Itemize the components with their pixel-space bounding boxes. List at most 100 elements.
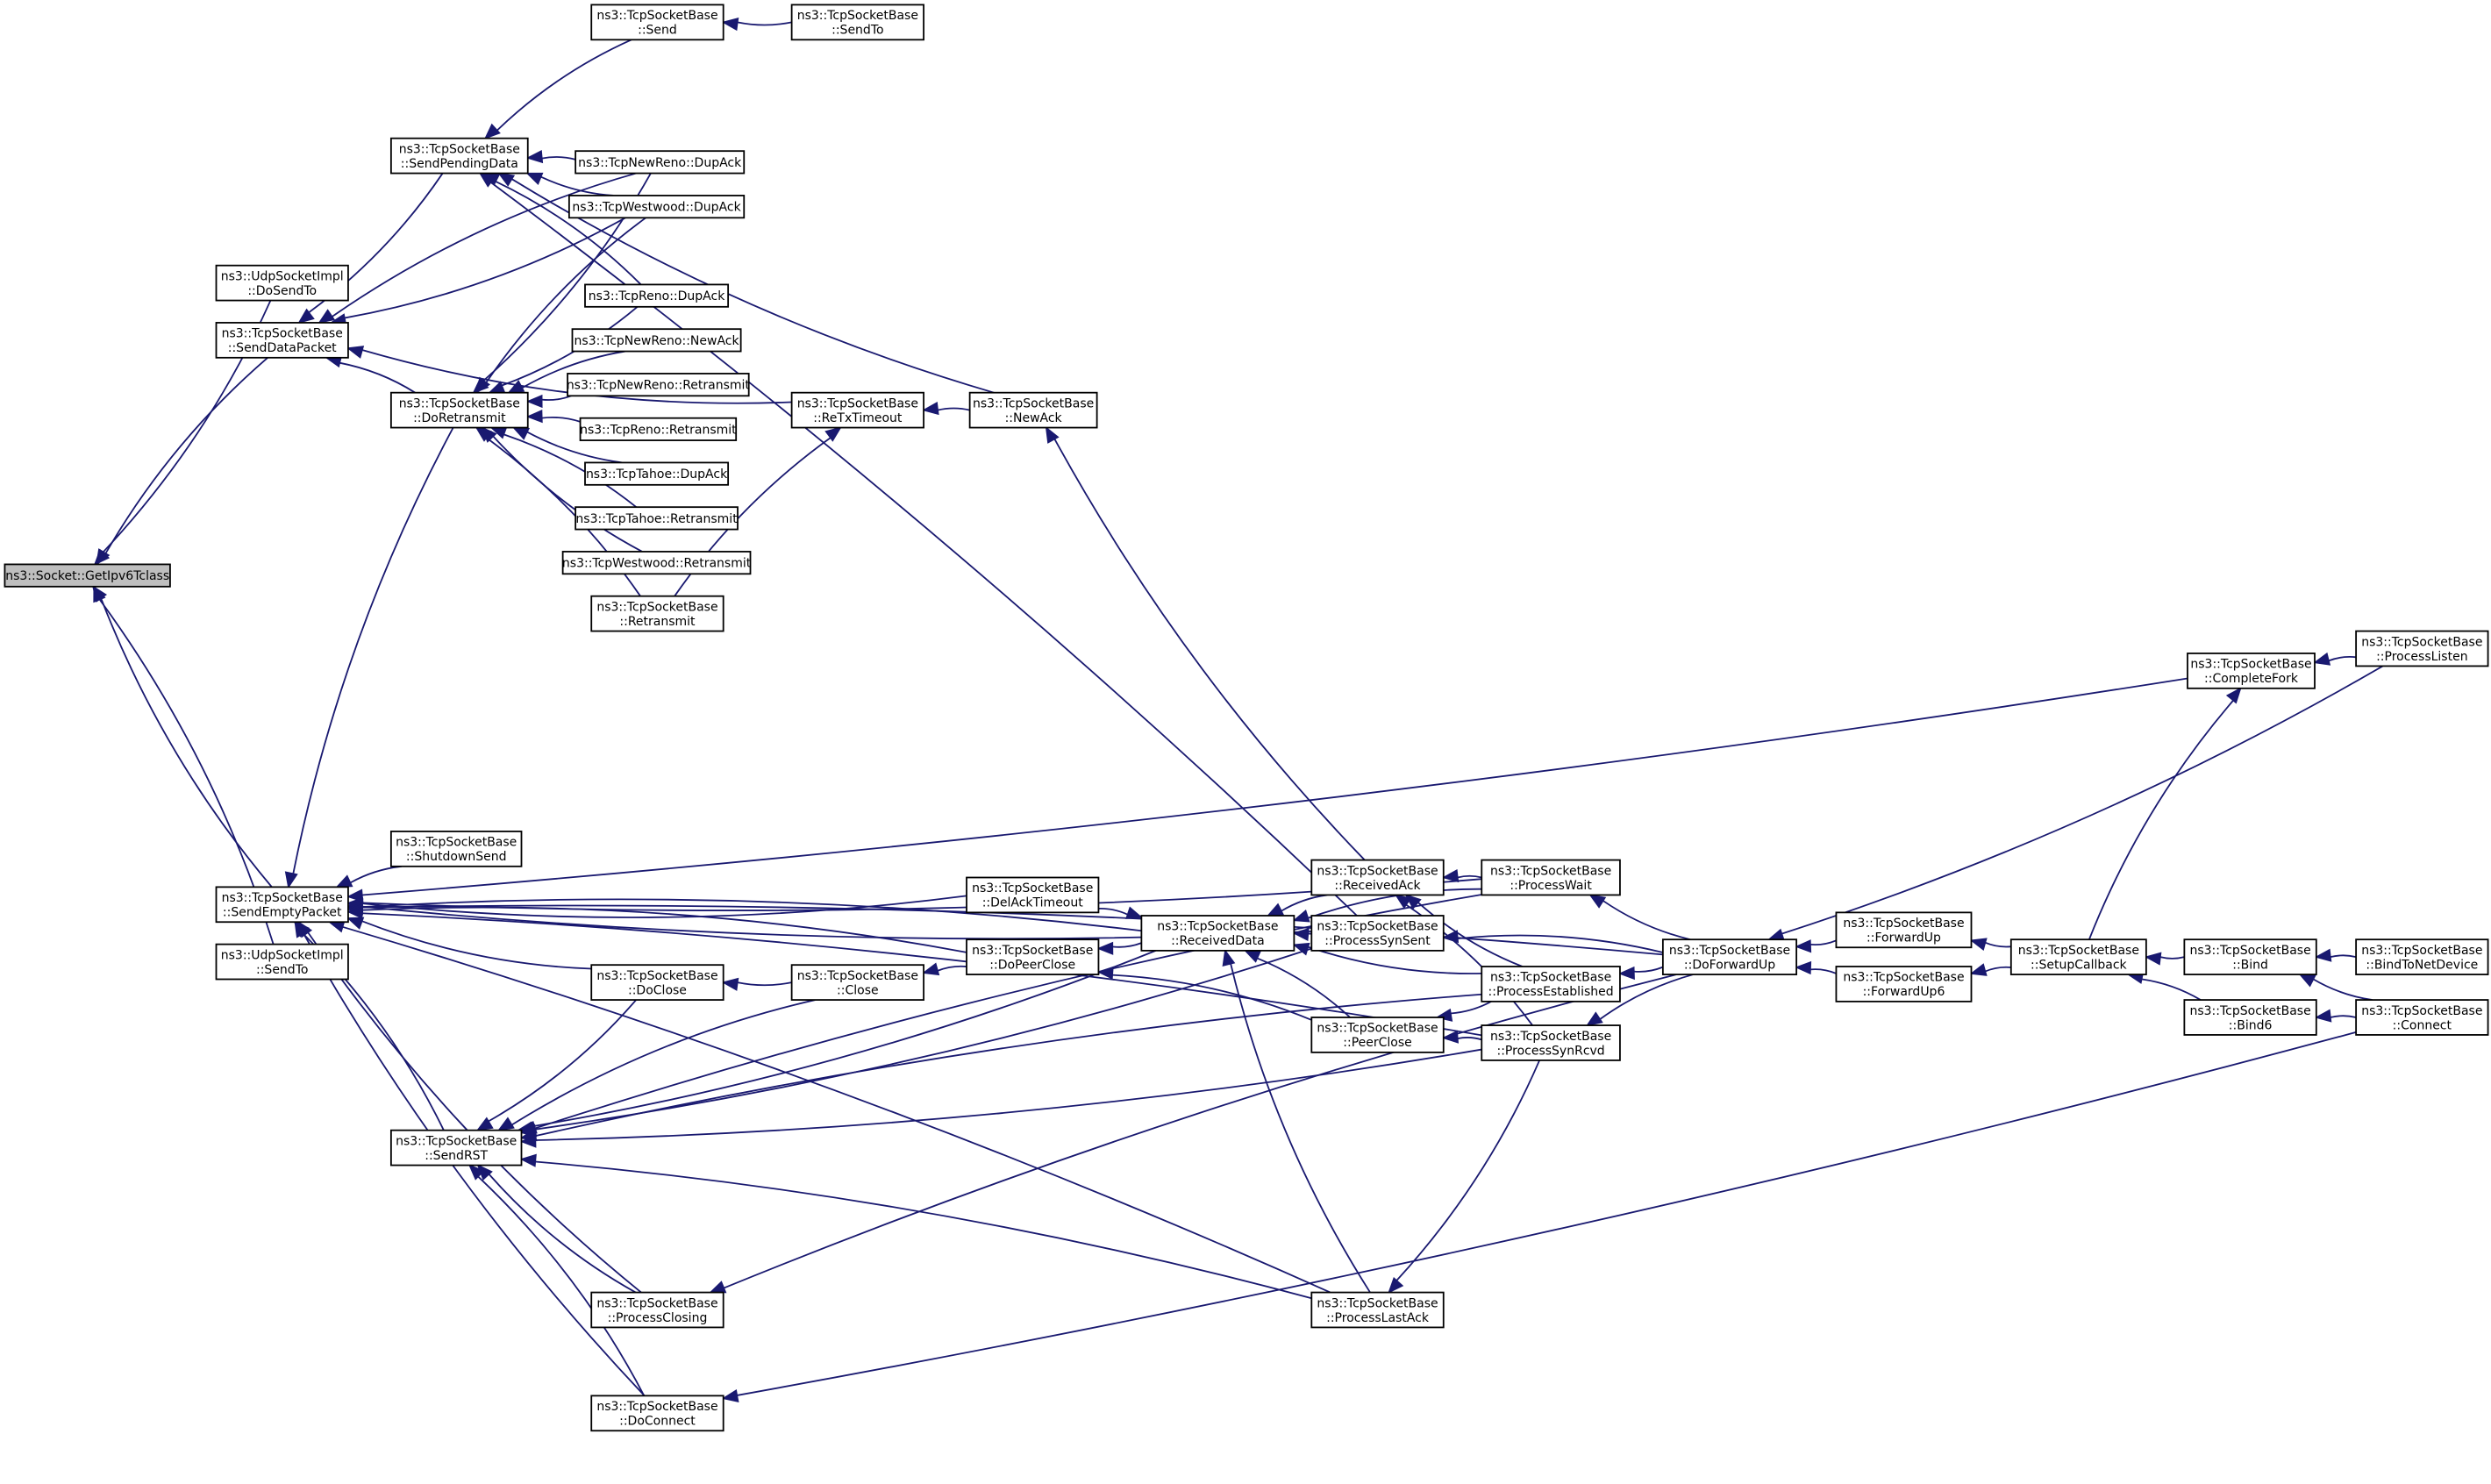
node-westwood-retransmit[interactable]: ns3::TcpWestwood::Retransmit <box>561 551 752 575</box>
edge-line <box>361 898 1142 932</box>
node-dopeerclose[interactable]: ns3::TcpSocketBase::DoPeerClose <box>966 938 1100 975</box>
edge-line <box>292 427 454 874</box>
edge-line <box>526 431 623 464</box>
node-label: ns3::TcpSocketBase <box>1317 864 1438 878</box>
edge-doforwardup-to-processestablished <box>1617 966 1664 981</box>
node-processsynsent[interactable]: ns3::TcpSocketBase::ProcessSynSent <box>1310 915 1445 952</box>
node-sendto[interactable]: ns3::TcpSocketBase::SendTo <box>790 4 924 41</box>
node-tahoe-retransmit[interactable]: ns3::TcpTahoe::Retransmit <box>575 506 739 531</box>
node-box <box>571 328 742 353</box>
edge-arrowhead <box>1125 906 1144 919</box>
node-forwardup[interactable]: ns3::TcpSocketBase::ForwardUp <box>1835 911 1973 949</box>
node-label: ::SendTo <box>832 24 883 38</box>
node-sendrst[interactable]: ns3::TcpSocketBase::SendRST <box>389 1129 523 1167</box>
node-box <box>2187 653 2316 689</box>
edge-arrowhead <box>1394 894 1412 910</box>
edge-arrowhead <box>475 426 493 442</box>
node-westwood-dupack[interactable]: ns3::TcpWestwood::DupAck <box>567 195 746 219</box>
node-bind6[interactable]: ns3::TcpSocketBase::Bind6 <box>2183 999 2317 1036</box>
edge-processlastack-to-sendrst <box>519 1153 1312 1300</box>
node-retxtimeout[interactable]: ns3::TcpSocketBase::ReTxTimeout <box>790 391 924 429</box>
edge-line <box>361 895 967 918</box>
node-label: ::ProcessListen <box>2376 650 2468 664</box>
edge-line <box>361 906 967 953</box>
node-receivedack[interactable]: ns3::TcpSocketBase::ReceivedAck <box>1310 859 1445 896</box>
edge-arrowhead <box>1969 938 1988 952</box>
node-udp-dosendto[interactable]: ns3::UdpSocketImpl::DoSendTo <box>215 264 349 302</box>
edge-arrowhead <box>1292 942 1310 956</box>
node-processclosing[interactable]: ns3::TcpSocketBase::ProcessClosing <box>590 1291 724 1329</box>
node-box <box>2355 630 2489 667</box>
node-doclose[interactable]: ns3::TcpSocketBase::DoClose <box>590 964 724 1001</box>
edge-line <box>1984 941 2011 948</box>
node-box <box>590 1395 724 1432</box>
node-reno-retransmit[interactable]: ns3::TcpReno::Retransmit <box>579 417 737 441</box>
node-label: ns3::TcpSocketBase <box>399 396 520 410</box>
edge-receivedack-to-newack <box>1045 425 1366 861</box>
edge-senddatapacket-to-root <box>96 357 268 567</box>
node-shutdownsend[interactable]: ns3::TcpSocketBase::ShutdownSend <box>389 831 523 867</box>
edge-processlisten-to-doforwardup <box>1767 665 2384 942</box>
node-processestablished[interactable]: ns3::TcpSocketBase::ProcessEstablished <box>1481 966 1621 1002</box>
node-peerclose[interactable]: ns3::TcpSocketBase::PeerClose <box>1310 1017 1445 1053</box>
node-bind[interactable]: ns3::TcpSocketBase::Bind <box>2183 938 2317 975</box>
node-newreno-dupack[interactable]: ns3::TcpNewReno::DupAck <box>575 150 746 175</box>
edge-line <box>2088 699 2234 940</box>
node-receiveddata[interactable]: ns3::TcpSocketBase::ReceivedData <box>1140 915 1295 952</box>
node-label: ::ProcessClosing <box>608 1311 708 1325</box>
node-send[interactable]: ns3::TcpSocketBase::Send <box>590 4 724 41</box>
node-newack[interactable]: ns3::TcpSocketBase::NewAck <box>968 391 1098 429</box>
node-box <box>389 831 523 867</box>
edge-send-to-sendpendingdata <box>483 39 632 140</box>
node-bindtonetdevice[interactable]: ns3::TcpSocketBase::BindToNetDevice <box>2355 938 2489 975</box>
edge-sendemptypacket-to-root <box>93 584 273 888</box>
node-label: ns3::TcpSocketBase <box>222 891 343 905</box>
node-forwardup6[interactable]: ns3::TcpSocketBase::ForwardUp6 <box>1835 966 1973 1002</box>
node-completefork[interactable]: ns3::TcpSocketBase::CompleteFork <box>2187 653 2316 689</box>
edge-line <box>1781 665 2384 935</box>
edge-line <box>1599 974 1694 1020</box>
edge-line <box>510 999 816 1126</box>
node-label: ::BindToNetDevice <box>2366 958 2478 972</box>
node-processsynrcvd[interactable]: ns3::TcpSocketBase::ProcessSynRcvd <box>1481 1024 1621 1061</box>
node-label: ::Close <box>837 983 879 997</box>
node-sendpendingdata[interactable]: ns3::TcpSocketBase::SendPendingData <box>389 137 529 175</box>
node-sendemptypacket[interactable]: ns3::TcpSocketBase::SendEmptyPacket <box>215 886 349 924</box>
node-label: ns3::TcpSocketBase <box>596 9 717 23</box>
node-doretransmit[interactable]: ns3::TcpSocketBase::DoRetransmit <box>389 391 529 429</box>
node-label: ns3::Socket::GetIpv6Tclass <box>5 569 169 583</box>
node-udp-sendto[interactable]: ns3::UdpSocketImpl::SendTo <box>215 943 349 981</box>
edge-arrowhead <box>1045 425 1060 444</box>
edge-arrowhead <box>497 172 516 187</box>
node-tahoe-dupack[interactable]: ns3::TcpTahoe::DupAck <box>584 461 730 486</box>
edge-doforwardup-to-processwait <box>1588 894 1691 941</box>
node-delacktimeout[interactable]: ns3::TcpSocketBase::DelAckTimeout <box>966 876 1100 914</box>
node-reno-dupack[interactable]: ns3::TcpReno::DupAck <box>584 283 730 308</box>
node-label: ::SendRST <box>425 1149 488 1163</box>
node-newreno-newack[interactable]: ns3::TcpNewReno::NewAck <box>571 328 742 353</box>
node-processwait[interactable]: ns3::TcpSocketBase::ProcessWait <box>1481 859 1621 896</box>
node-label: ns3::TcpSocketBase <box>1317 1296 1438 1310</box>
node-box <box>561 551 752 575</box>
edge-line <box>104 357 268 554</box>
node-label: ns3::TcpSocketBase <box>399 142 520 156</box>
node-newreno-retransmit[interactable]: ns3::TcpNewReno::Retransmit <box>567 373 751 397</box>
node-root[interactable]: ns3::Socket::GetIpv6Tclass <box>4 563 171 588</box>
node-setupcallback[interactable]: ns3::TcpSocketBase::SetupCallback <box>2009 938 2147 975</box>
edge-bind6-to-setupcallback <box>2126 970 2202 1001</box>
edge-shutdownsend-to-sendemptypacket <box>335 865 402 888</box>
node-senddatapacket[interactable]: ns3::TcpSocketBase::SendDataPacket <box>215 322 349 359</box>
node-processlastack[interactable]: ns3::TcpSocketBase::ProcessLastAck <box>1310 1291 1445 1329</box>
edge-arrowhead <box>721 977 739 991</box>
node-doforwardup[interactable]: ns3::TcpSocketBase::DoForwardUp <box>1661 938 1798 975</box>
edge-line <box>2330 1015 2357 1018</box>
edge-arrowhead <box>346 346 365 359</box>
edge-arrowhead <box>284 871 298 889</box>
edge-line <box>541 395 572 401</box>
node-processlisten[interactable]: ns3::TcpSocketBase::ProcessListen <box>2355 630 2489 667</box>
node-close[interactable]: ns3::TcpSocketBase::Close <box>790 964 924 1001</box>
node-connect[interactable]: ns3::TcpSocketBase::Connect <box>2355 999 2489 1036</box>
node-label: ::ForwardUp <box>1866 931 1941 945</box>
node-doconnect[interactable]: ns3::TcpSocketBase::DoConnect <box>590 1395 724 1432</box>
node-retransmit[interactable]: ns3::TcpSocketBase::Retransmit <box>590 595 724 632</box>
